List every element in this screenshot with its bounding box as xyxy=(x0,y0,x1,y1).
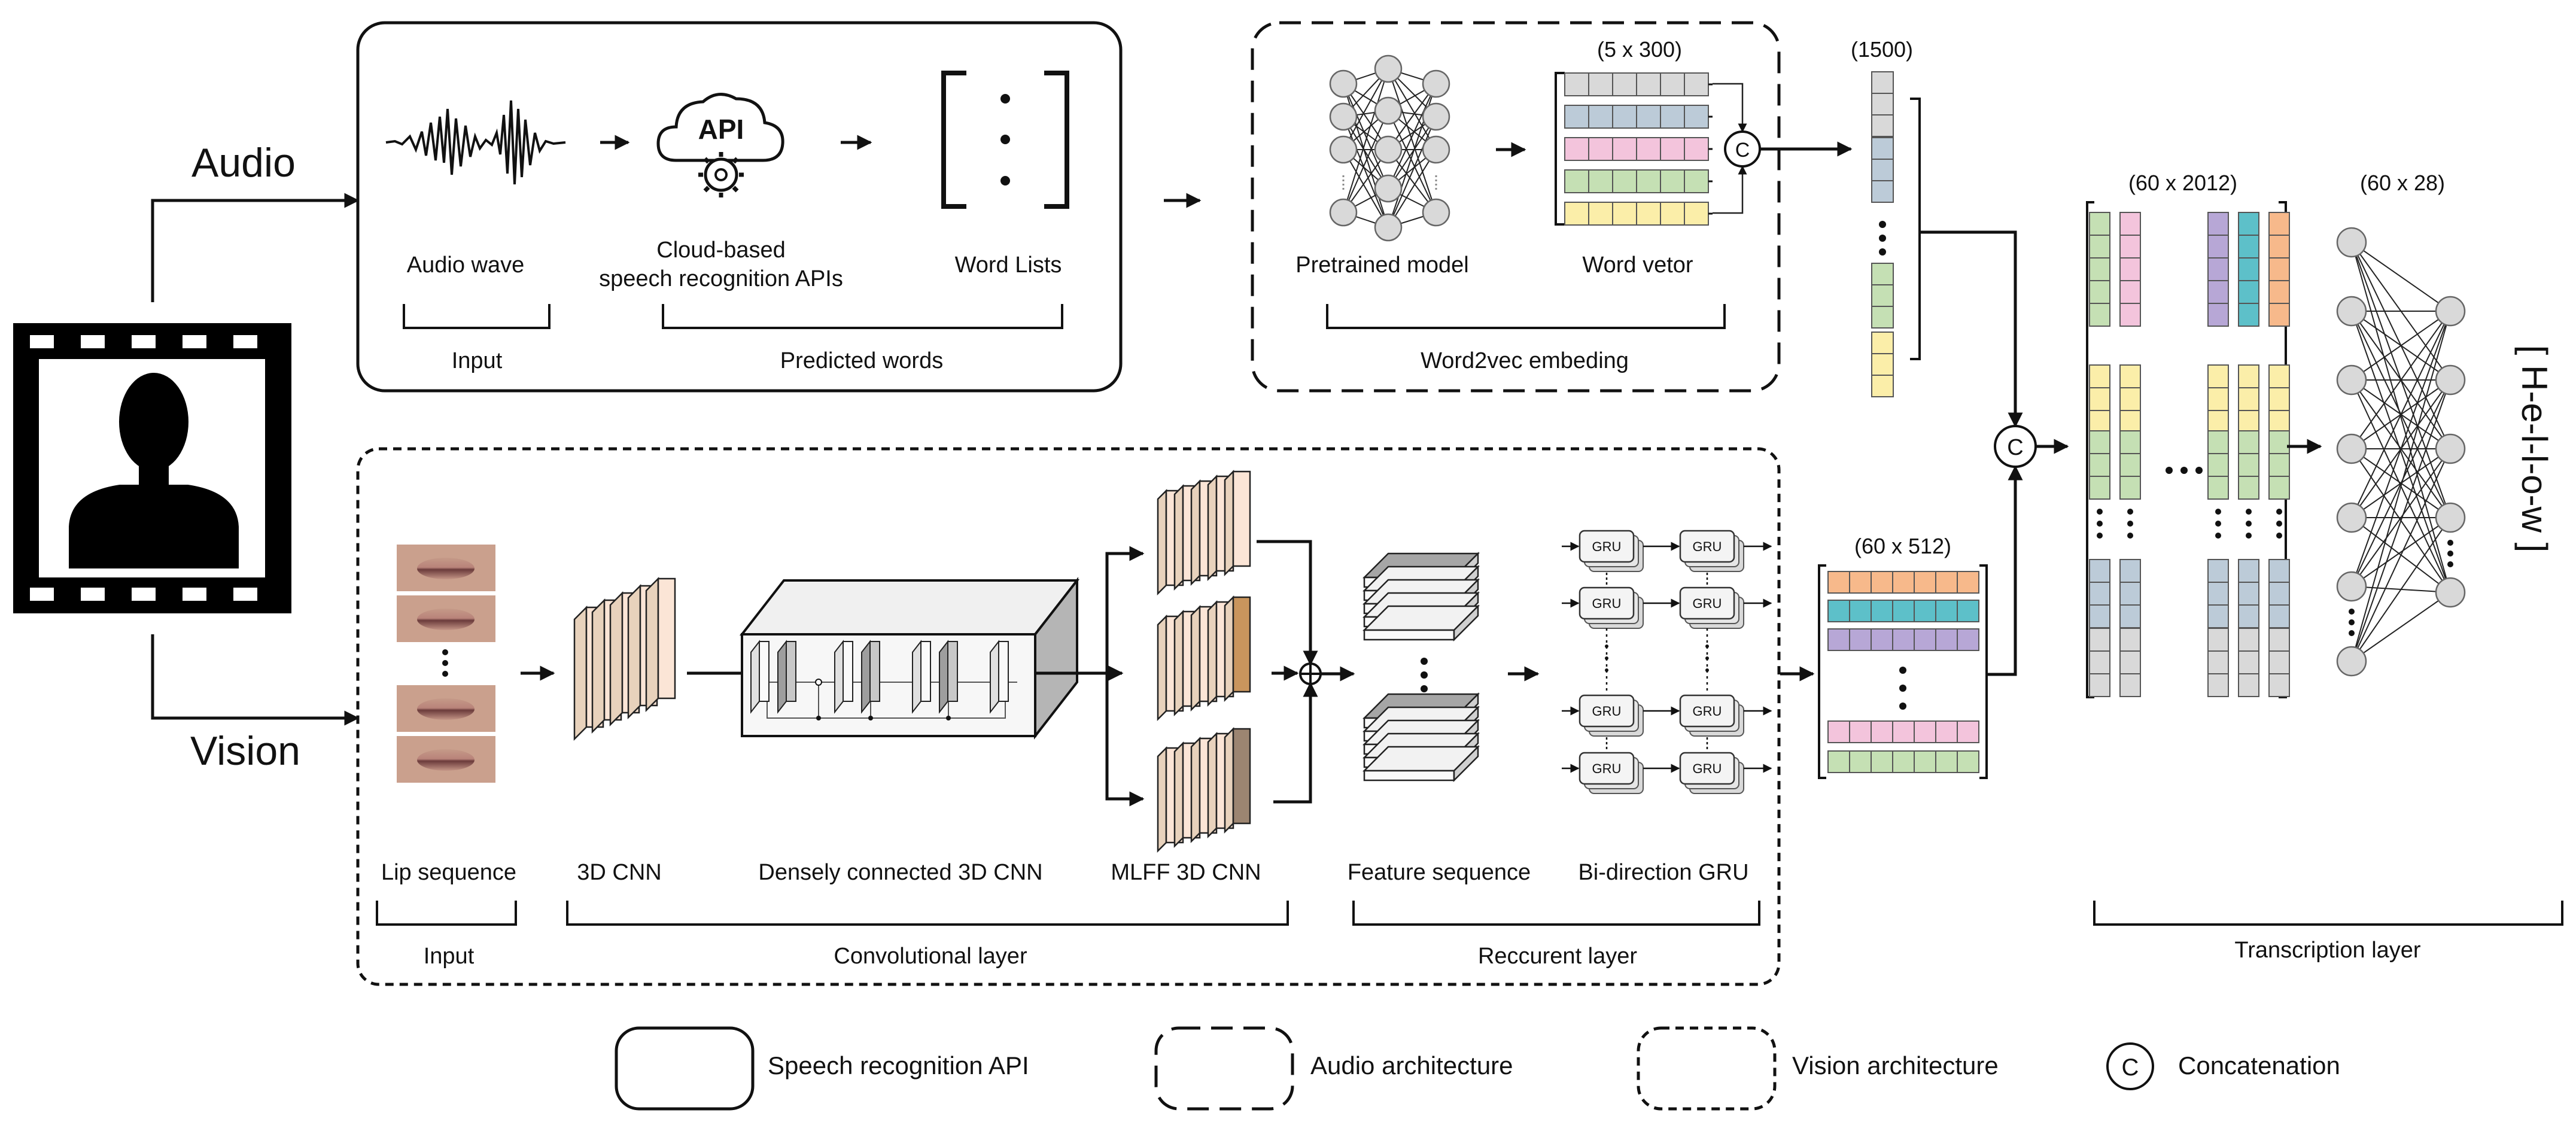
densely-connected-3d-cnn-block xyxy=(739,577,1080,740)
mlff-cnn-label: MLFF 3D CNN xyxy=(1111,860,1261,885)
api-label-line2: speech recognition APIs xyxy=(599,266,843,291)
lip-sequence-images xyxy=(397,545,495,783)
word2vec-box xyxy=(1251,21,1781,393)
concat-icon-audio: C xyxy=(1724,130,1761,168)
api-icon-text: API xyxy=(698,114,744,145)
feature-sequence-block xyxy=(1362,551,1480,783)
svg-text:C: C xyxy=(2007,435,2023,460)
svg-text:GRU: GRU xyxy=(1693,539,1722,554)
mlff-3d-cnn-block xyxy=(1157,469,1251,853)
speech-api-box xyxy=(356,21,1123,393)
audio-input-label: Input xyxy=(452,348,503,373)
recurrent-layer-label: Reccurent layer xyxy=(1478,944,1637,969)
legend-audio-label: Audio architecture xyxy=(1310,1051,1513,1080)
vision-feature-matrix xyxy=(1827,571,1979,773)
bidirectional-gru-block: GRU GRU GRU GRU GRU GRU GRU GRU xyxy=(1562,530,1772,794)
predicted-words-label: Predicted words xyxy=(780,348,943,373)
legend-api-label: Speech recognition API xyxy=(768,1051,1029,1080)
word-vector-label: Word vetor xyxy=(1582,253,1693,278)
word-vector-rows xyxy=(1564,72,1713,226)
legend: Speech recognition API Audio architectur… xyxy=(615,1026,2340,1111)
output-network-icon xyxy=(2336,227,2466,677)
audio-wave-icon xyxy=(385,100,566,185)
audio-feature-dim: (1500) xyxy=(1851,37,1913,62)
3d-cnn-block xyxy=(573,576,676,741)
dense-cnn-label: Densely connected 3D CNN xyxy=(758,860,1042,885)
output-word-label: [ H-e-l-l-o-w ] xyxy=(2514,345,2554,553)
output-dim: (60 x 28) xyxy=(2360,171,2445,195)
legend-concat-label: Concatenation xyxy=(2178,1051,2340,1080)
word-list-bracket-icon xyxy=(941,71,1069,209)
word-vector-dim: (5 x 300) xyxy=(1597,37,1682,62)
concat-feature-matrix xyxy=(2089,212,2290,697)
video-person-icon xyxy=(13,323,291,613)
svg-text:GRU: GRU xyxy=(1592,596,1622,611)
word2vec-label: Word2vec embeding xyxy=(1421,348,1629,373)
transcription-layer-label: Transcription layer xyxy=(2234,938,2420,963)
3d-cnn-label: 3D CNN xyxy=(577,860,661,885)
feature-sequence-label: Feature sequence xyxy=(1348,860,1531,885)
svg-text:C: C xyxy=(1735,139,1750,162)
conv-layer-label: Convolutional layer xyxy=(834,944,1027,969)
pretrained-model-network-icon xyxy=(1329,54,1450,242)
svg-text:GRU: GRU xyxy=(1592,539,1622,554)
svg-text:C: C xyxy=(2122,1054,2139,1081)
svg-text:GRU: GRU xyxy=(1693,596,1722,611)
vision-feature-dim: (60 x 512) xyxy=(1854,534,1951,558)
concat-icon-fusion: C xyxy=(1994,425,2037,468)
lip-sequence-label: Lip sequence xyxy=(381,860,516,885)
sum-operator-icon xyxy=(1299,662,1322,685)
legend-vision-label: Vision architecture xyxy=(1792,1051,1999,1080)
svg-text:GRU: GRU xyxy=(1693,761,1722,776)
vision-input-label: Input xyxy=(424,944,475,969)
api-label-line1: Cloud-based xyxy=(656,238,785,263)
pretrained-model-label: Pretrained model xyxy=(1295,253,1468,278)
svg-text:GRU: GRU xyxy=(1592,761,1622,776)
audio-feature-vector xyxy=(1871,71,1894,397)
word-lists-label: Word Lists xyxy=(955,253,1062,278)
api-cloud-gear-icon: API xyxy=(656,93,784,197)
svg-text:GRU: GRU xyxy=(1693,704,1722,719)
audio-wave-label: Audio wave xyxy=(407,253,524,278)
audio-branch-label: Audio xyxy=(191,140,296,186)
svg-text:GRU: GRU xyxy=(1592,704,1622,719)
concat-feature-dim: (60 x 2012) xyxy=(2128,171,2237,195)
vision-architecture-box xyxy=(356,447,1781,986)
vision-branch-label: Vision xyxy=(190,728,300,774)
bigru-label: Bi-direction GRU xyxy=(1578,860,1748,885)
